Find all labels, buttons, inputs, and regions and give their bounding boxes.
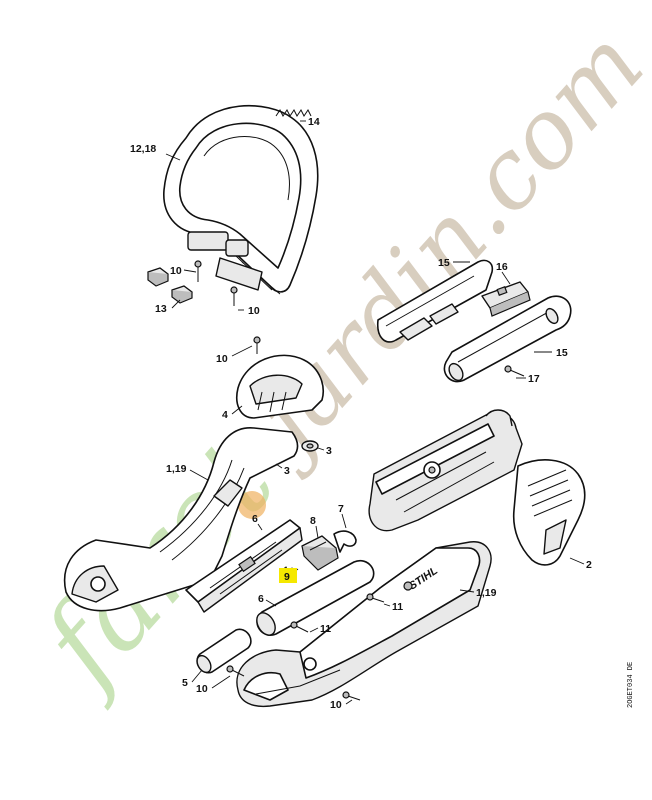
label-16: 16 <box>496 261 508 273</box>
drawing-code: 2OGET034 DE <box>627 662 635 708</box>
part-labels: 14 12,18 10 13 10 15 16 15 17 10 4 3 3 1… <box>130 116 592 711</box>
label-10-d: 10 <box>196 683 208 695</box>
label-7: 7 <box>338 503 344 515</box>
leader-lines <box>165 120 585 705</box>
label-1-19-a: 1,19 <box>166 463 187 475</box>
label-11-b: 11 <box>320 623 331 635</box>
part-tube-6 <box>256 559 375 636</box>
part-trigger-16 <box>481 281 531 317</box>
part-handle-upper-15 <box>376 259 494 343</box>
label-6-b: 6 <box>258 593 264 605</box>
label-9: 9 <box>284 571 290 583</box>
label-8: 8 <box>310 515 316 527</box>
screws-handle <box>194 260 261 354</box>
label-15-a: 15 <box>438 257 450 269</box>
label-13: 13 <box>155 303 167 315</box>
part-carrier-6 <box>185 519 303 613</box>
label-11-a: 11 <box>392 601 403 613</box>
part-endcap-2 <box>512 459 586 566</box>
label-9-highlight <box>279 568 297 583</box>
label-17: 17 <box>528 373 540 385</box>
part-spring <box>275 109 312 117</box>
part-cover-4 <box>236 354 324 419</box>
label-12-18: 12,18 <box>130 143 156 155</box>
part-clip-7 <box>333 530 357 553</box>
label-10-b: 10 <box>248 305 260 317</box>
part-clips <box>147 267 193 304</box>
label-14: 14 <box>308 116 320 128</box>
watermark-dot-orange <box>238 491 266 519</box>
label-10-a: 10 <box>170 265 182 277</box>
screws-lower <box>226 593 385 701</box>
label-6-a: 6 <box>252 513 258 525</box>
label-10-e: 10 <box>330 699 342 711</box>
label-3-a: 3 <box>326 445 332 457</box>
screw-17 <box>504 365 525 377</box>
label-4: 4 <box>222 409 228 421</box>
label-3-b: 3 <box>284 465 290 477</box>
front-loop-handle <box>163 104 319 295</box>
part-switch-8 <box>301 535 339 571</box>
label-2: 2 <box>586 559 592 571</box>
label-10-c: 10 <box>216 353 228 365</box>
label-15-b: 15 <box>556 347 568 359</box>
label-1-19-b: 1,19 <box>476 587 497 599</box>
label-5: 5 <box>182 677 188 689</box>
part-housing-right: STIHL <box>236 541 492 708</box>
motor-housing <box>368 409 523 532</box>
part-handle-lower-15 <box>443 295 572 383</box>
part-tube-end-5 <box>196 628 252 674</box>
